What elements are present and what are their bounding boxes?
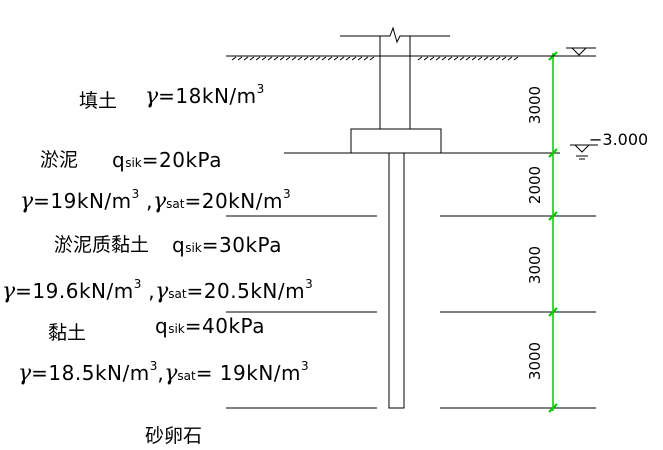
layer-3-skin-friction: qsik=30kPa [172, 233, 282, 257]
hatch-stroke [333, 56, 339, 61]
pile-cap [350, 128, 442, 154]
dimension-label-2: 2000 [526, 165, 545, 205]
dimension-ticks [548, 51, 558, 413]
hatch-stroke [489, 56, 495, 61]
hatch-stroke [417, 56, 423, 61]
layer-5-name: 砂卵石 [145, 425, 203, 447]
hatch-stroke [303, 56, 309, 61]
hatch-stroke [327, 56, 333, 61]
hatch-stroke [447, 56, 453, 61]
ground-hatching [231, 56, 519, 61]
hatch-stroke [465, 56, 471, 61]
hatch-stroke [315, 56, 321, 61]
hatch-stroke [255, 56, 261, 61]
layer-4-unit-weights: γ=18.5kN/m3,γsat= 19kN/m3 [18, 359, 309, 386]
hatch-stroke [495, 56, 501, 61]
hatch-stroke [477, 56, 483, 61]
hatch-stroke [423, 56, 429, 61]
hatch-stroke [471, 56, 477, 61]
elevation-label: −3.000 [589, 130, 649, 149]
hatch-stroke [357, 56, 363, 61]
pile-shaft [388, 152, 405, 409]
hatch-stroke [459, 56, 465, 61]
hatch-stroke [291, 56, 297, 61]
hatch-stroke [237, 56, 243, 61]
hatch-stroke [297, 56, 303, 61]
hatch-stroke [513, 56, 519, 61]
layer-4-name: 黏土 [48, 322, 87, 344]
hatch-stroke [351, 56, 357, 61]
layer-2-unit-weights: γ=19kN/m3 ,γsat=20kN/m3 [20, 187, 291, 214]
hatch-stroke [249, 56, 255, 61]
ground-level-symbol [566, 47, 596, 56]
hatch-stroke [273, 56, 279, 61]
hatch-stroke [261, 56, 267, 61]
column-break-line [340, 26, 450, 44]
hatch-stroke [321, 56, 327, 61]
hatch-stroke [501, 56, 507, 61]
elevation-symbol [570, 144, 598, 160]
hatch-stroke [483, 56, 489, 61]
dimension-label-1: 3000 [526, 85, 545, 125]
hatch-stroke [429, 56, 435, 61]
hatch-stroke [309, 56, 315, 61]
hatch-stroke [339, 56, 345, 61]
hatch-stroke [441, 56, 447, 61]
hatch-stroke [345, 56, 351, 61]
hatch-stroke [453, 56, 459, 61]
layer-1-unit-weight: γ=18kN/m3 [145, 82, 265, 109]
layer-3-unit-weights: γ=19.6kN/m3 ,γsat=20.5kN/m3 [2, 277, 313, 304]
layer-1-name: 填土 [79, 90, 118, 112]
hatch-stroke [279, 56, 285, 61]
hatch-stroke [267, 56, 273, 61]
hatch-stroke [507, 56, 513, 61]
hatch-stroke [435, 56, 441, 61]
layer-4-skin-friction: qsik=40kPa [155, 314, 265, 338]
layer-2-name: 淤泥 [40, 149, 79, 171]
hatch-stroke [285, 56, 291, 61]
layer-2-skin-friction: qsik=20kPa [112, 148, 222, 172]
dimension-label-4: 3000 [526, 341, 545, 381]
layer-3-name: 淤泥质黏土 [54, 234, 150, 256]
hatch-stroke [231, 56, 237, 61]
dimension-label-3: 3000 [526, 245, 545, 285]
hatch-stroke [243, 56, 249, 61]
hatch-stroke [363, 56, 369, 61]
hatch-stroke [369, 56, 375, 61]
